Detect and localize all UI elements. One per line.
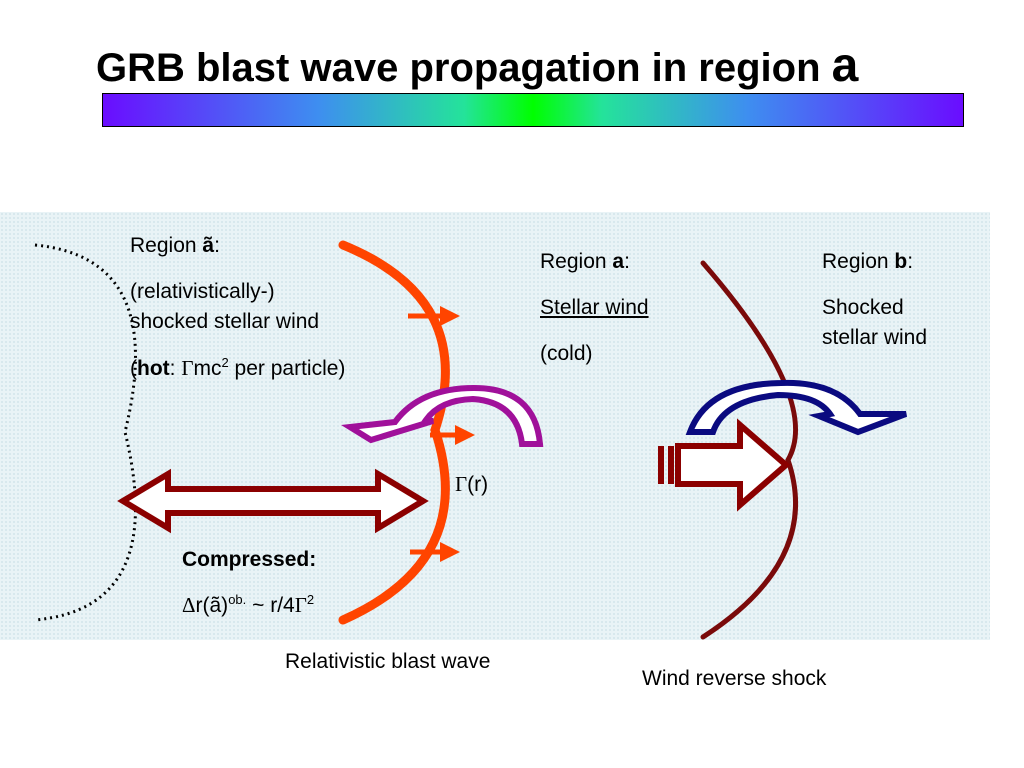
compressed-width-formula: Δr(ã)ob. ~ r/4Γ2	[182, 592, 315, 617]
compressed-label: Compressed:	[182, 548, 317, 571]
blast-wave-shock-front	[338, 240, 450, 625]
region-b-line1: Shocked	[822, 296, 904, 319]
region-a-stellar-wind: Stellar wind	[540, 296, 649, 319]
lorentz-factor-label: Γ(r)	[455, 472, 489, 496]
page-title: GRB blast wave propagation in region a	[96, 39, 859, 92]
region-b-line2: stellar wind	[822, 326, 928, 349]
magenta-backflow-arrow	[341, 384, 544, 447]
wind-inflow-block-arrow	[658, 418, 791, 512]
rainbow-divider-bar	[102, 93, 964, 127]
blast-wave-outward-arrows	[408, 306, 475, 562]
region-atilde-line1: (relativistically-)	[130, 280, 275, 303]
contact-discontinuity-dotted-arc	[34, 243, 137, 622]
region-atilde-heading: Region ã:	[130, 234, 220, 257]
region-b-heading: Region b:	[822, 250, 914, 273]
region-a-cold: (cold)	[540, 342, 593, 365]
blue-forward-arrow	[685, 379, 908, 436]
wind-reverse-shock-front	[700, 260, 798, 640]
compressed-double-arrow	[117, 468, 429, 534]
region-atilde-energy: (hot: Γmc2 per particle)	[130, 355, 346, 380]
blast-wave-caption: Relativistic blast wave	[285, 650, 491, 673]
diagram-panel	[0, 212, 990, 640]
region-atilde-line2: shocked stellar wind	[130, 310, 320, 333]
reverse-shock-caption: Wind reverse shock	[642, 667, 827, 690]
title-region-symbol: a	[831, 39, 859, 92]
region-a-heading: Region a:	[540, 250, 630, 273]
